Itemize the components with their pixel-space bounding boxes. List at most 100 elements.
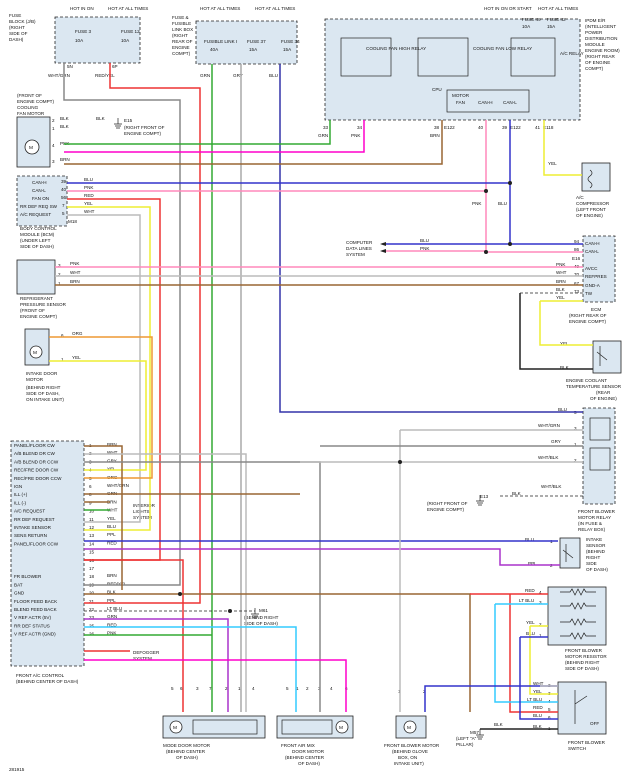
svg-text:BOX, ON: BOX, ON <box>398 755 417 760</box>
engine-coolant-temp-sensor: YEL BLK ENGINE COOLANT TEMPERATURE SENSO… <box>560 340 622 401</box>
svg-text:E118: E118 <box>543 125 554 130</box>
svg-text:COMPUTER: COMPUTER <box>346 240 373 245</box>
svg-text:ENGINE COMPT): ENGINE COMPT) <box>17 99 54 104</box>
ac-control-row-pin: 20 <box>89 591 95 596</box>
svg-text:M57: M57 <box>470 730 479 735</box>
svg-text:RED: RED <box>525 588 535 593</box>
ac-control-row-label: A/C REQUEST <box>14 509 45 514</box>
ac-control-row-pin: 25 <box>89 623 95 628</box>
svg-text:BLK: BLK <box>60 124 70 129</box>
svg-text:SYSTEM: SYSTEM <box>133 515 152 520</box>
svg-text:GRN: GRN <box>318 133 328 138</box>
svg-text:BLK: BLK <box>60 116 70 121</box>
front-blower-motor-resistor: 4 3 2 1 RED LT BLU YEL BLU FRONT BLOWER … <box>519 586 607 671</box>
svg-text:33: 33 <box>323 125 329 130</box>
svg-text:OF ENGINE: OF ENGINE <box>585 60 610 65</box>
svg-text:FRONT BLOWER: FRONT BLOWER <box>578 509 616 514</box>
ac-control-row-wire: GRY <box>107 458 117 463</box>
svg-text:FUSE &: FUSE & <box>172 15 189 20</box>
ac-control-row-label: SENS RETURN <box>14 533 47 538</box>
junction-dots <box>178 181 512 613</box>
svg-text:YEL: YEL <box>533 689 542 694</box>
svg-text:FUSE 12: FUSE 12 <box>121 29 140 34</box>
ac-control-row-label: INTAKE SENSOR <box>14 525 52 530</box>
svg-text:WHT/GRN: WHT/GRN <box>48 73 70 78</box>
svg-text:WHT: WHT <box>533 681 544 686</box>
svg-text:LINK BOX: LINK BOX <box>172 27 193 32</box>
ac-control-row-wire: BRN <box>107 573 117 578</box>
ac-control-row-wire: RED <box>107 540 117 545</box>
svg-text:15A: 15A <box>249 47 258 52</box>
svg-text:40A: 40A <box>210 47 219 52</box>
svg-text:PRESSURE SENSOR: PRESSURE SENSOR <box>20 302 67 307</box>
ac-control-row-label: V REF ACTR (5V) <box>14 615 51 620</box>
svg-text:7: 7 <box>209 686 212 691</box>
svg-text:70: 70 <box>574 272 580 277</box>
ac-control-row-label: RR DEF STATUS <box>14 623 50 628</box>
ac-control-row-pin: 6 <box>89 484 92 489</box>
ac-control-row-pin: 14 <box>89 541 95 546</box>
svg-text:40: 40 <box>61 187 67 192</box>
svg-text:GRY: GRY <box>233 73 243 78</box>
svg-text:HOT AT ALL TIMES: HOT AT ALL TIMES <box>200 6 240 11</box>
svg-text:(FRONT OF: (FRONT OF <box>20 308 45 313</box>
svg-text:LT BLU: LT BLU <box>519 598 534 603</box>
front-blower-switch: OFF 2 3 4 5 6 1 WHT YEL LT BLU RED BLU B… <box>456 681 607 751</box>
svg-text:ENGINE ROOM): ENGINE ROOM) <box>585 48 620 53</box>
svg-text:PILLAR): PILLAR) <box>456 742 474 747</box>
svg-text:TEMPERATURE SENSOR: TEMPERATURE SENSOR <box>566 384 622 389</box>
svg-text:5: 5 <box>286 686 289 691</box>
svg-text:BLU: BLU <box>498 201 507 206</box>
svg-text:OF DASH): OF DASH) <box>298 761 320 766</box>
svg-text:SIDE: SIDE <box>586 561 597 566</box>
svg-text:1: 1 <box>61 357 64 362</box>
svg-text:CAN-H: CAN-H <box>32 180 47 185</box>
svg-text:LIGHTS: LIGHTS <box>133 509 150 514</box>
ac-control-row-pin: 9 <box>89 500 92 505</box>
intake-door-motor: M 6 1 ORG YEL INTAKE DOOR MOTOR (BEHIND … <box>24 328 83 402</box>
svg-text:BLU: BLU <box>533 713 542 718</box>
svg-text:REAR OF: REAR OF <box>172 39 193 44</box>
svg-text:HOT AT ALL TIMES: HOT AT ALL TIMES <box>538 6 578 11</box>
svg-text:3: 3 <box>196 686 199 691</box>
ac-control-row-wire: RED <box>107 622 117 627</box>
svg-text:34: 34 <box>357 125 363 130</box>
svg-text:DISTRIBUTION: DISTRIBUTION <box>585 36 617 41</box>
svg-text:(BEHIND CENTER: (BEHIND CENTER <box>285 755 325 760</box>
svg-text:5: 5 <box>548 707 551 712</box>
svg-text:FAN ON: FAN ON <box>32 196 49 201</box>
ac-control-row-wire: WHT <box>107 508 118 513</box>
svg-text:BLK: BLK <box>533 724 543 729</box>
svg-text:(UNDER LEFT: (UNDER LEFT <box>20 238 51 243</box>
svg-text:GRN: GRN <box>200 73 210 78</box>
svg-text:FRONT BLOWER MOTOR: FRONT BLOWER MOTOR <box>384 743 440 748</box>
svg-text:1: 1 <box>574 442 577 447</box>
svg-text:REFPRES: REFPRES <box>585 274 607 279</box>
ac-control-row-label: ILL (-) <box>14 500 27 505</box>
svg-text:M: M <box>407 725 411 731</box>
svg-text:COOLING FAN HIGH RELAY: COOLING FAN HIGH RELAY <box>366 46 426 51</box>
svg-text:BLK: BLK <box>494 722 504 727</box>
svg-text:(LEFT FRONT: (LEFT FRONT <box>576 207 606 212</box>
svg-text:SWITCH: SWITCH <box>568 746 586 751</box>
svg-text:GND-A: GND-A <box>585 283 601 288</box>
svg-text:2: 2 <box>225 686 228 691</box>
computer-data-lines: COMPUTER DATA LINES SYSTEM <box>346 240 386 257</box>
svg-text:39: 39 <box>61 179 67 184</box>
svg-text:10A: 10A <box>75 38 84 43</box>
svg-text:BODY CONTROL: BODY CONTROL <box>20 226 57 231</box>
svg-text:BLK: BLK <box>96 116 106 121</box>
ac-control-row-wire: BRN <box>107 499 117 504</box>
svg-text:OF DASH): OF DASH) <box>176 755 198 760</box>
fuse-block: FUSE BLOCK (J/B) (RIGHT SIDE OF DASH) HO… <box>9 6 148 78</box>
svg-text:(RIGHT: (RIGHT <box>172 33 188 38</box>
svg-text:1: 1 <box>238 686 241 691</box>
ac-control-row-label: FR BLOWER <box>14 574 42 579</box>
ac-control-row-pin: 13 <box>89 533 95 538</box>
svg-text:FUSE: FUSE <box>9 13 21 18</box>
svg-text:WHT: WHT <box>84 209 95 214</box>
mode-door-motor: M 5 6 3 7 2 1 4 MODE DOOR MOTOR (BEHIND … <box>162 686 266 760</box>
svg-text:BLK: BLK <box>556 287 566 292</box>
svg-text:OF DASH): OF DASH) <box>586 567 608 572</box>
